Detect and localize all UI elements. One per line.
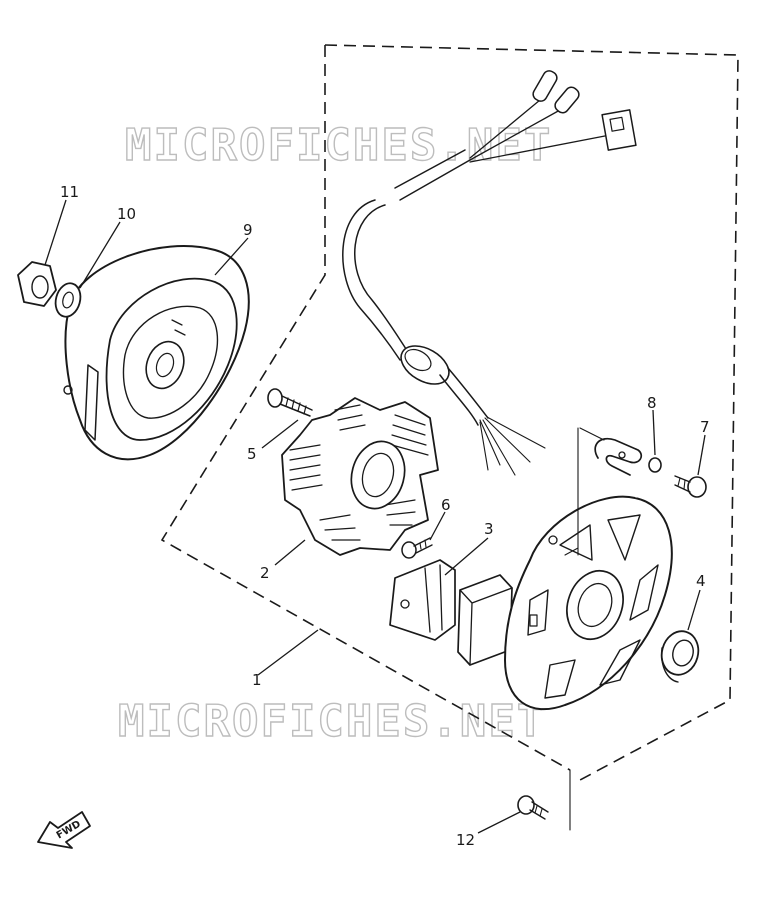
callout-5: 5 <box>247 445 257 463</box>
callout-numbers: 1 2 3 4 5 6 7 8 9 10 11 12 <box>60 183 710 849</box>
callout-8: 8 <box>647 394 657 412</box>
alignment-lines <box>564 427 605 831</box>
rotor-nut-part <box>17 261 57 307</box>
callout-11: 11 <box>60 183 79 201</box>
stator-base-plate-part <box>504 495 673 711</box>
lead-clamp-part <box>594 437 643 476</box>
oil-seal-part <box>660 630 700 683</box>
callout-4: 4 <box>696 572 706 590</box>
fwd-arrow-icon <box>37 811 91 849</box>
pickup-coil-part <box>389 559 513 666</box>
callout-6: 6 <box>441 496 451 514</box>
callout-12: 12 <box>456 831 475 849</box>
snap-ring-part <box>648 457 662 473</box>
wire-harness <box>342 70 637 476</box>
clamp-bolt-part <box>674 475 707 498</box>
stator-coil-part <box>281 397 439 556</box>
leader-lines <box>44 199 706 834</box>
watermark-top: MICROFICHES.NET <box>125 120 552 171</box>
callout-10: 10 <box>117 205 136 223</box>
callout-3: 3 <box>484 520 494 538</box>
plate-screw-part <box>517 795 549 820</box>
rotor-washer-part <box>54 282 82 318</box>
callout-7: 7 <box>700 418 710 436</box>
pickup-screw-part <box>401 537 433 559</box>
flywheel-rotor-part <box>63 245 250 461</box>
stator-screw-part <box>267 388 313 417</box>
callout-2: 2 <box>260 564 270 582</box>
assembly-boundary <box>160 44 739 781</box>
callout-1: 1 <box>252 671 262 689</box>
fwd-direction-badge: FWD <box>37 811 91 849</box>
watermark-bottom: MICROFICHES.NET <box>118 696 545 747</box>
callout-9: 9 <box>243 221 253 239</box>
